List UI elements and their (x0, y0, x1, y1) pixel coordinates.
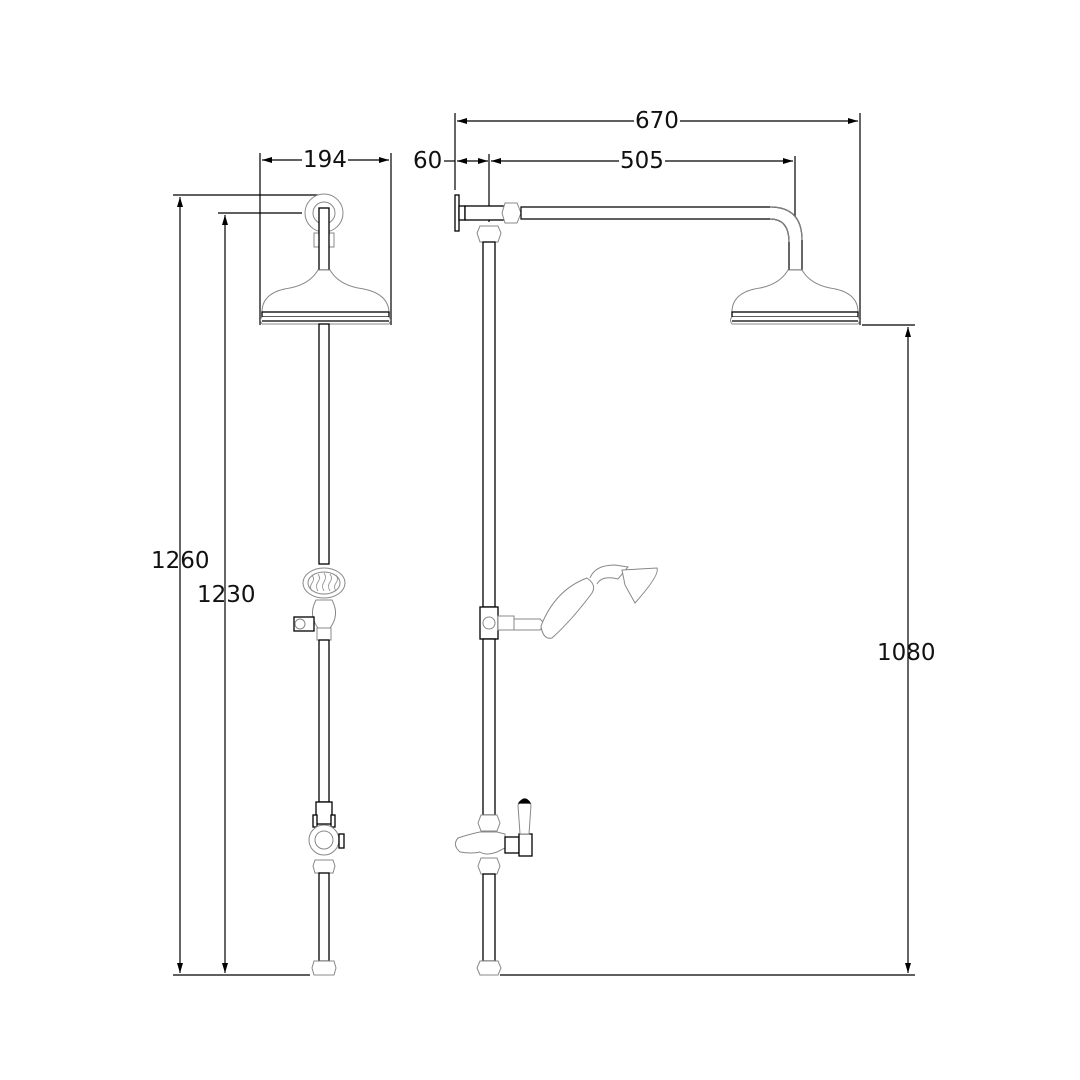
dim-label-overall-height: 1260 (151, 548, 210, 574)
side-view-product (454, 194, 860, 976)
dim-wall-bracket-height (218, 212, 302, 973)
dim-overall-height (173, 194, 318, 976)
dim-label-wall-offset: 60 (413, 148, 443, 174)
dim-label-head-width: 194 (302, 147, 348, 173)
dim-label-arm-reach: 505 (619, 148, 665, 174)
dim-label-wall-bracket-height: 1230 (197, 582, 256, 608)
dim-head-height (500, 324, 915, 976)
dim-label-overall-projection: 670 (634, 108, 680, 134)
front-view-product (260, 193, 391, 976)
dim-label-head-height: 1080 (877, 640, 936, 666)
